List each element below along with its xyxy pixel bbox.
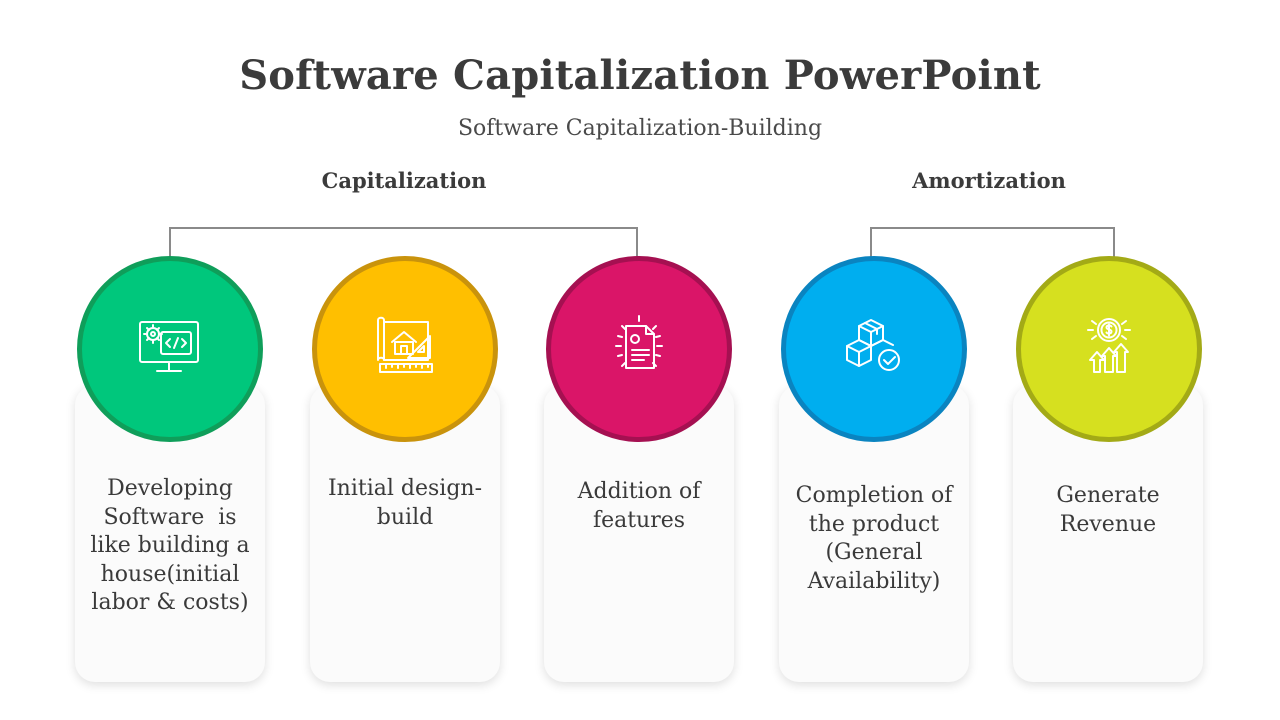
revenue-growth-icon <box>1074 312 1144 386</box>
step-card-generate-revenue: Generate Revenue <box>1013 385 1203 682</box>
capitalization-bracket <box>169 227 638 257</box>
step-text: Generate Revenue <box>1056 483 1160 537</box>
product-delivery-icon <box>839 312 909 386</box>
step-text: Completion of the product (General Avail… <box>795 483 953 594</box>
step-circle-initial-design <box>312 256 498 442</box>
amortization-label: Amortization <box>912 168 1066 193</box>
step-text: Addition of features <box>577 479 701 533</box>
step-text: Developing Software is like building a h… <box>90 476 250 615</box>
software-development-icon <box>135 312 205 386</box>
step-circle-generate-revenue <box>1016 256 1202 442</box>
amortization-bracket <box>870 227 1115 257</box>
page-title: Software Capitalization PowerPoint <box>239 52 1041 99</box>
capitalization-label: Capitalization <box>321 168 487 193</box>
step-circle-developing-software <box>77 256 263 442</box>
step-circle-addition-features <box>546 256 732 442</box>
document-features-icon <box>604 312 674 386</box>
blueprint-design-icon <box>370 312 440 386</box>
page-subtitle: Software Capitalization-Building <box>457 116 823 141</box>
step-circle-completion-product <box>781 256 967 442</box>
step-text: Initial design- build <box>327 476 483 530</box>
